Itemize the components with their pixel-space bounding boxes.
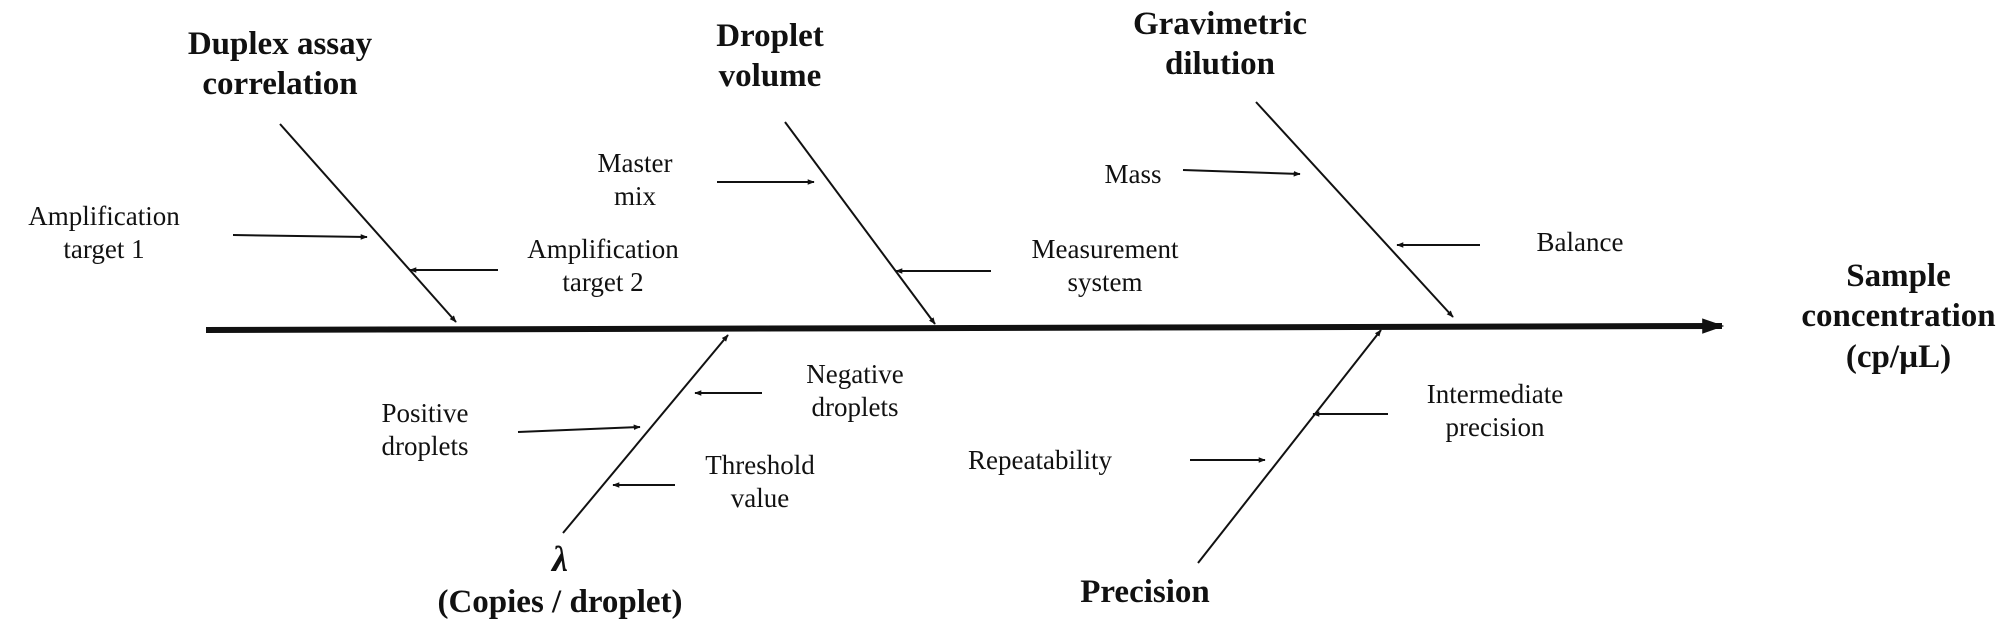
cause-threshold-line2: value (730, 482, 790, 513)
cause-mass: Mass (1088, 158, 1178, 191)
cause-balance-line1: Balance (1536, 227, 1624, 257)
lambda-symbol: λ (552, 539, 568, 579)
cause-positive-line2: droplets (381, 430, 469, 461)
category-lambda: λ (Copies / droplet) (400, 538, 720, 622)
cause-master-mix: Master mix (570, 147, 700, 213)
cause-negative-line2: droplets (811, 391, 899, 422)
cause-balance: Balance (1520, 226, 1640, 259)
cause-repeatability-line1: Repeatability (968, 445, 1112, 475)
cause-master-mix-line1: Master (597, 148, 673, 178)
cause-threshold-value: Threshold value (690, 449, 830, 515)
spine-arrow (205, 318, 1725, 334)
cause-amp-1-line2: target 1 (63, 233, 145, 264)
bone-precision (1197, 329, 1382, 564)
cause-mass-line1: Mass (1104, 159, 1162, 189)
effect-line1: Sample (1846, 258, 1951, 294)
cause-measurement-line1: Measurement (1031, 234, 1179, 264)
cause-master-mix-line2: mix (613, 180, 656, 211)
category-precision-line1: Precision (1080, 574, 1210, 610)
category-droplet-volume-line1: Droplet (716, 18, 824, 54)
category-gravimetric-dilution: Gravimetric dilution (1110, 4, 1330, 85)
effect-label: Sample concentration (cp/µL) (1796, 256, 2001, 377)
bone-duplex-assay (279, 123, 457, 323)
category-gravimetric-line1: Gravimetric (1132, 6, 1308, 42)
bone-droplet-volume (784, 121, 936, 325)
effect-line3: (cp/µL) (1845, 338, 1952, 375)
cause-positive-line1: Positive (381, 398, 469, 428)
cause-amp-2-line2: target 2 (562, 266, 644, 297)
cause-intermediate-line2: precision (1445, 411, 1545, 442)
arrow-mass (1182, 169, 1301, 177)
arrow-amp-target-1 (232, 234, 368, 240)
cause-threshold-line1: Threshold (705, 450, 815, 480)
category-duplex-line1: Duplex assay (187, 26, 373, 62)
cause-intermediate-precision: Intermediate precision (1400, 378, 1590, 444)
category-droplet-volume: Droplet volume (690, 16, 850, 97)
cause-amplification-target-2: Amplification target 2 (505, 233, 701, 299)
cause-amplification-target-1: Amplification target 1 (6, 200, 202, 266)
category-gravimetric-line2: dilution (1164, 46, 1276, 83)
cause-measurement-system: Measurement system (1010, 233, 1200, 299)
category-duplex-line2: correlation (202, 66, 358, 103)
cause-amp-1-line1: Amplification (28, 201, 180, 231)
category-lambda-line2: (Copies / droplet) (437, 583, 683, 620)
effect-line2: concentration (1801, 298, 1996, 335)
bone-gravimetric (1255, 101, 1454, 318)
cause-negative-droplets: Negative droplets (780, 358, 930, 424)
cause-repeatability: Repeatability (945, 444, 1135, 477)
category-precision: Precision (1040, 572, 1250, 612)
category-duplex-assay: Duplex assay correlation (160, 24, 400, 105)
arrow-positive-droplets (517, 424, 641, 433)
cause-positive-droplets: Positive droplets (355, 397, 495, 463)
cause-measurement-line2: system (1067, 266, 1143, 297)
cause-amp-2-line1: Amplification (527, 234, 679, 264)
bone-lambda (562, 334, 729, 534)
category-droplet-volume-line2: volume (718, 58, 822, 95)
cause-intermediate-line1: Intermediate (1426, 379, 1564, 409)
cause-negative-line1: Negative (806, 359, 904, 389)
